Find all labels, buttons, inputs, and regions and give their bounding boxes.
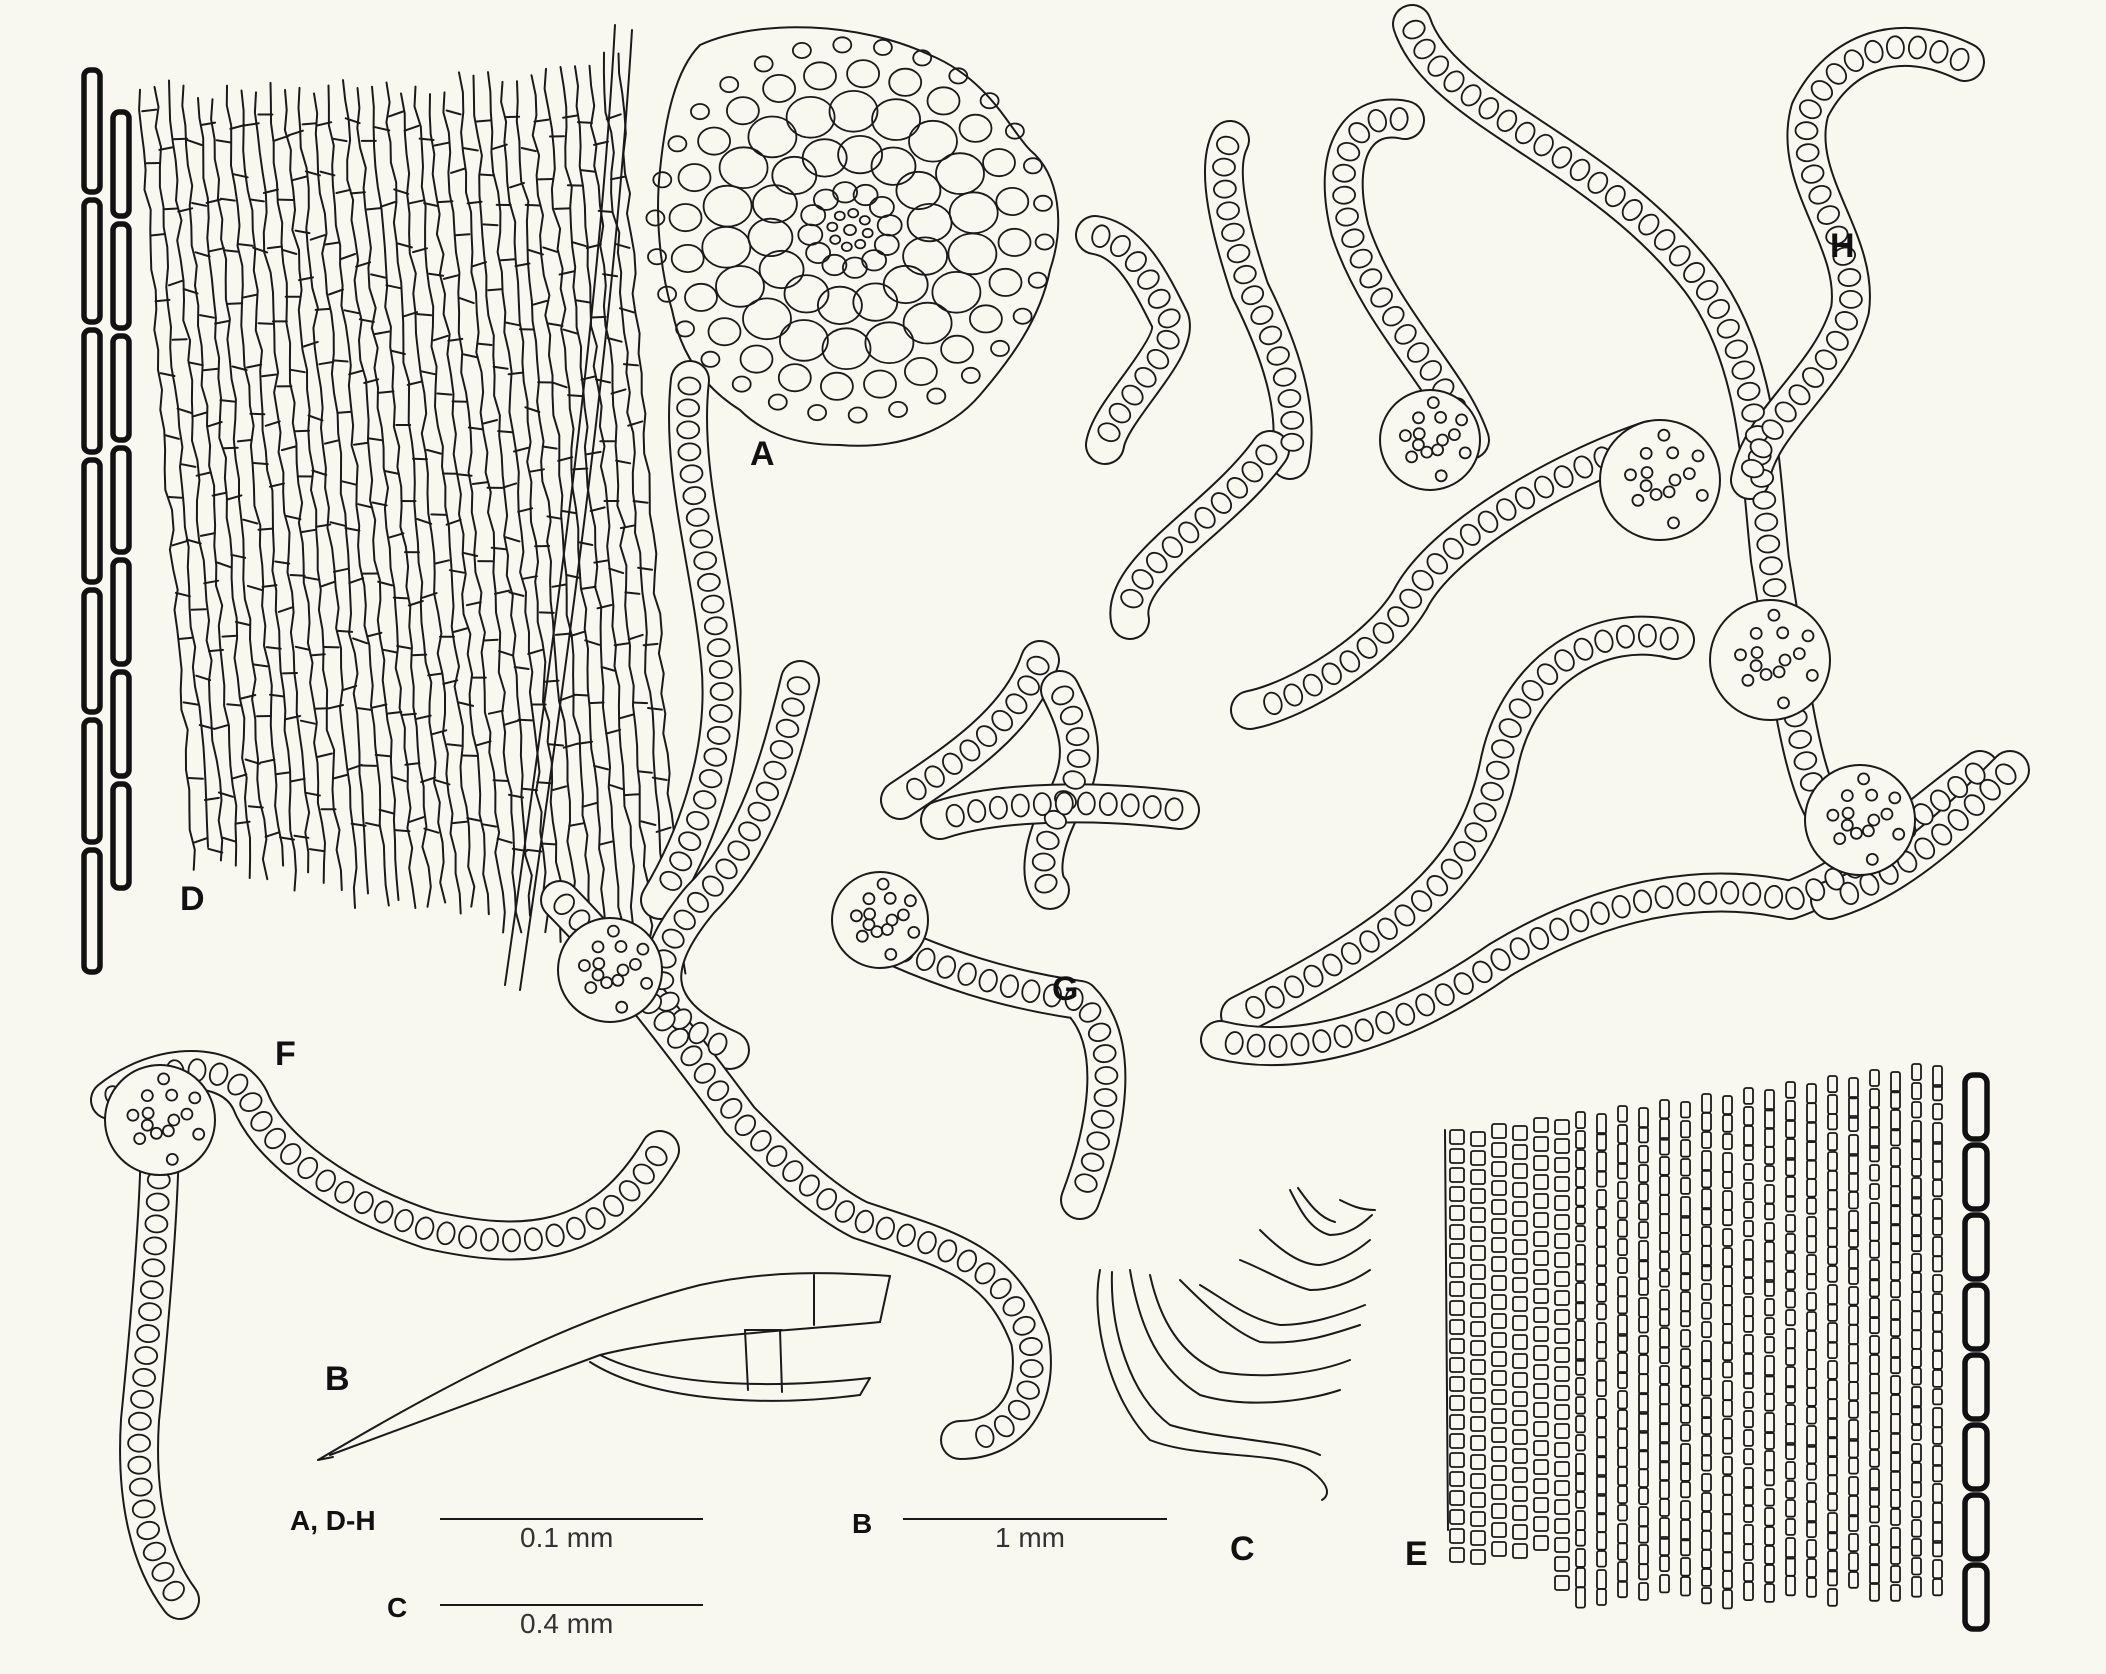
label-d: D [180,880,205,918]
scale-bar-a-dh: A, D-H 0.1 mm [290,1505,703,1553]
scale-bar-b-value: 1 mm [995,1522,1065,1553]
label-b: B [325,1360,350,1398]
scale-bar-c: C 0.4 mm [387,1592,703,1639]
figure-b-leaf [317,1272,891,1461]
label-h: H [1830,227,1855,265]
label-g: G [1052,970,1078,1008]
figure-fgh-cell-chains [90,4,2030,1620]
scale-bar-a-dh-value: 0.1 mm [520,1522,613,1553]
figure-e-leaf-apex-cells [1444,1063,1990,1632]
scale-bar-a-dh-key: A, D-H [290,1505,376,1536]
figure-a-stem-section [645,26,1060,447]
label-e: E [1405,1535,1428,1573]
scale-bar-c-key: C [387,1592,407,1623]
scale-bar-b-key: B [852,1508,872,1539]
label-f: F [275,1035,296,1073]
label-a: A [750,435,775,473]
label-c: C [1230,1530,1255,1568]
figure-c-sketch [1096,1187,1376,1501]
scale-bar-b: B 1 mm [852,1508,1167,1553]
figure-d-leaf-cells [81,24,687,991]
scale-bar-c-value: 0.4 mm [520,1608,613,1639]
